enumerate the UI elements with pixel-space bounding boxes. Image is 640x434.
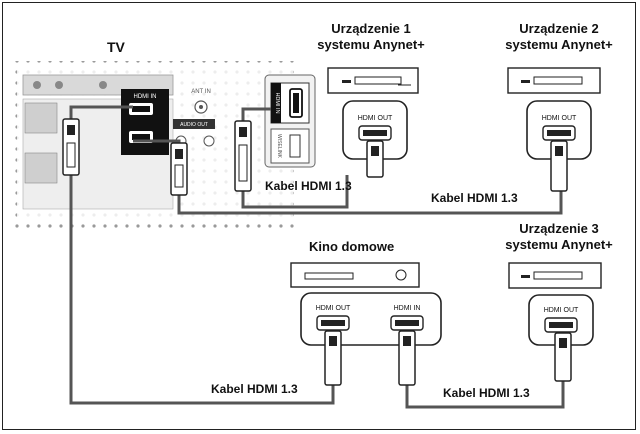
device2-hdmi-out-label: HDMI OUT [542, 115, 577, 122]
device2-label: Urządzenie 2 systemu Anynet+ [489, 21, 629, 54]
cable-device1 [241, 175, 349, 209]
device2-label-line1: Urządzenie 2 [519, 21, 599, 36]
cable-device3 [405, 381, 565, 409]
hdmi-cables [69, 105, 565, 409]
audio-out-label: AUDIO OUT [180, 122, 208, 128]
cable-label-1: Kabel HDMI 1.3 [265, 179, 352, 193]
ant-in-label: ANT IN [191, 89, 211, 95]
cable-label-2: Kabel HDMI 1.3 [431, 191, 518, 205]
cable-device2 [177, 191, 563, 215]
home-theater-hdmi-out-label: HDMI OUT [316, 305, 351, 312]
tv-back-panel: HDMI IN ANT IN AUDIO OUT HDMI IN WISELIN… [11, 61, 316, 229]
home-theater-unit: HDMI OUT HDMI IN [290, 262, 442, 386]
device3-label-line1: Urządzenie 3 [519, 221, 599, 236]
device2-label-line2: systemu Anynet+ [505, 37, 613, 53]
device3-unit: HDMI OUT [508, 262, 602, 382]
cable-label-4: Kabel HDMI 1.3 [443, 386, 530, 400]
diagram-frame: HDMI IN ANT IN AUDIO OUT HDMI IN WISELIN… [2, 2, 636, 430]
device3-hdmi-out-label: HDMI OUT [544, 307, 579, 314]
cable-home-theater [69, 175, 335, 405]
device1-label-line1: Urządzenie 1 [331, 21, 411, 36]
cable-label-3: Kabel HDMI 1.3 [211, 382, 298, 396]
tv-hdmi-in-port-label: HDMI IN [134, 94, 157, 100]
cable-tv-hdmi1-link [69, 105, 133, 119]
device2-unit: HDMI OUT [507, 67, 601, 192]
tv-connectors [62, 118, 252, 196]
home-theater-label: Kino domowe [309, 239, 395, 254]
home-theater-hdmi-in-label: HDMI IN [394, 305, 421, 312]
device1-label: Urządzenie 1 systemu Anynet+ [301, 21, 441, 54]
connection-diagram: HDMI IN ANT IN AUDIO OUT HDMI IN WISELIN… [11, 61, 602, 409]
device1-hdmi-out-label: HDMI OUT [358, 115, 393, 122]
tv-side-usb-label: WISELINK [276, 134, 282, 159]
device3-label: Urządzenie 3 systemu Anynet+ [489, 221, 629, 254]
device1-label-line2: systemu Anynet+ [317, 37, 425, 53]
device3-label-line2: systemu Anynet+ [505, 237, 613, 253]
tv-label: TV [107, 39, 125, 55]
device1-unit: HDMI OUT [327, 67, 419, 178]
tv-side-hdmi-label: HDMI IN [274, 92, 280, 113]
